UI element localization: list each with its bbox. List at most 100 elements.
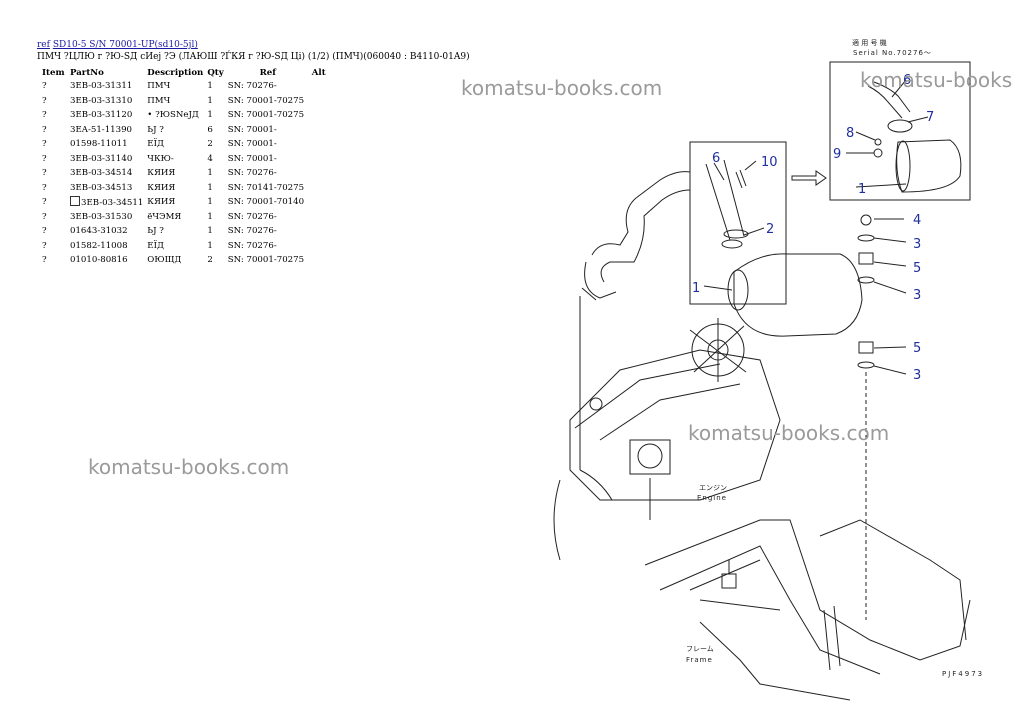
cell-item: ? [42,110,47,121]
callout-3a: 3 [913,237,921,252]
cell-item: ? [42,240,47,251]
watermark: komatsu-books.com [88,455,290,479]
header-partno: PartNo [70,67,104,78]
frame-label: Frame [686,656,713,664]
cell-partno-text: 3EB-03-34511 [81,198,144,209]
callout-8: 8 [846,126,854,141]
cell-description: ПМЧ [147,95,171,106]
detail-box-muffler [689,141,787,305]
table-row: ? 3EB-03-31310 ПМЧ 1 SN: 70001-70275 [36,94,344,109]
cell-ref: SN: 70276- [227,211,277,222]
page-subtitle: ПМЧ ?ЦЛЮ г ?Ю-SД сИеј ?Э (ЛАЮШ ?ЃКЯ г ?Ю… [37,52,470,62]
header-qty: Qty [207,67,224,78]
cell-qty: 6 [207,124,213,135]
cell-qty: 4 [207,153,213,164]
cell-description: ЧКЮ- [147,153,174,164]
cell-ref: SN: 70276- [227,226,277,237]
cell-alt [310,94,344,109]
cell-partno: 3EB-03-34511 [68,195,145,210]
callout-4: 4 [913,213,921,228]
model-link[interactable]: SD10-5 S/N 70001-UP(sd10-5jl) [52,40,198,50]
callout-9: 9 [833,147,841,162]
ref-link[interactable]: ref [37,40,50,50]
callout-6-detail: 6 [903,73,911,88]
cell-qty: 1 [207,240,213,251]
watermark: komatsu-books.com [688,421,890,445]
cell-description: КЯИЯ [147,182,176,193]
checkbox-icon[interactable] [70,196,80,207]
cell-item: ? [42,95,47,106]
cell-item: ? [42,124,47,135]
engine-label: Engine [697,494,727,502]
frame-jp-label: フレーム [686,645,714,653]
cell-partno: 01010-80816 [70,255,128,266]
serial-text: Serial No.70276～ [853,49,932,57]
cell-partno: 01643-31032 [70,226,128,237]
header-item: Item [42,67,65,78]
parts-diagram: 適 用 号 機 Serial No.70276～ [553,38,984,701]
header-alt: Alt [311,67,326,78]
callout-10: 10 [761,155,778,170]
callout-1-detail: 1 [858,182,866,197]
cell-item: ? [42,226,47,237]
cell-ref: SN: 70001-70275 [227,255,305,266]
cell-alt [310,253,344,268]
cell-item: ? [42,197,47,208]
callout-6: 6 [712,151,720,166]
engine-jp-label: エンジン [699,484,727,492]
serial-jp-text: 適 用 号 機 [852,38,887,47]
cell-alt [310,152,344,167]
cell-alt [310,79,344,94]
cell-ref: SN: 70001-70275 [227,95,305,106]
cell-partno: 3EB-03-31311 [70,81,133,92]
cell-qty: 2 [207,255,213,266]
detail-box-serial [829,61,971,201]
cell-ref: SN: 70276- [227,81,277,92]
cell-description: ЬЈ ? [147,124,164,135]
parts-table: Item PartNo Description Qty Ref Alt ? 3EB… [36,66,344,268]
cell-ref: SN: 70001- [227,139,277,150]
cell-alt [310,137,344,152]
cell-ref: SN: 70001-70275 [227,110,305,121]
cell-alt [310,224,344,239]
cell-description: КЯИЯ [147,197,176,208]
cell-ref: SN: 70001- [227,153,277,164]
watermark-partial: komatsu-books [860,68,1013,92]
cell-alt [310,108,344,123]
cell-qty: 1 [207,81,213,92]
callout-1: 1 [692,281,700,296]
diagram-code: PJF4973 [942,670,984,678]
cell-partno: 3EB-03-34513 [70,182,133,193]
cell-item: ? [42,139,47,150]
cell-partno: 3EB-03-31310 [70,95,133,106]
cell-partno: 3EB-03-31140 [70,153,133,164]
cell-description: ОЮЩД [147,255,182,266]
header-description: Description [147,67,204,78]
callout-5a: 5 [913,261,921,276]
cell-alt [310,195,344,210]
callout-7: 7 [926,110,934,125]
cell-qty: 1 [207,95,213,106]
cell-qty: 1 [207,197,213,208]
cell-ref: SN: 70141-70275 [227,182,305,193]
cell-partno: 3EB-03-31120 [70,110,133,121]
cell-item: ? [42,211,47,222]
cell-description: КЯИЯ [147,168,176,179]
cell-alt [310,210,344,225]
cell-partno: 3EA-51-11390 [70,124,133,135]
cell-description: ПМЧ [147,81,171,92]
callout-2: 2 [766,222,774,237]
cell-qty: 1 [207,168,213,179]
cell-description: ЬЈ ? [147,226,164,237]
cell-partno: 3EB-03-31530 [70,211,133,222]
header-ref: Ref [259,67,276,78]
cell-partno: 01598-11011 [70,139,128,150]
